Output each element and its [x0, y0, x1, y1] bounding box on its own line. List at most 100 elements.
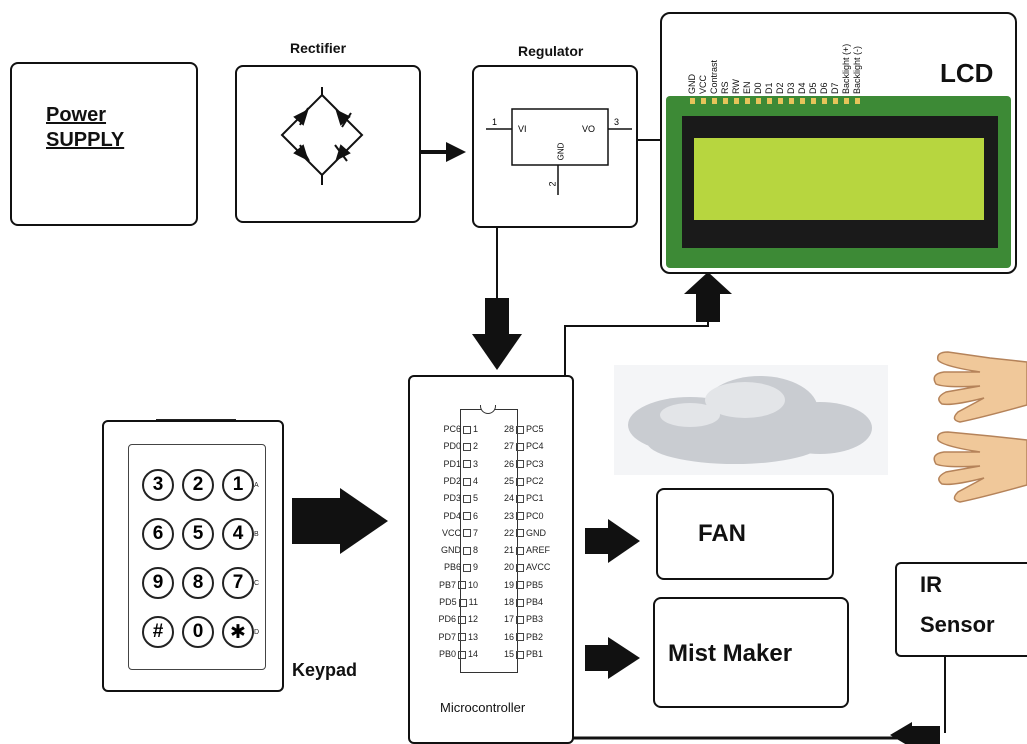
- keypad-panel: [128, 444, 266, 670]
- mcu-pin-name: PB0: [438, 648, 456, 659]
- keypad-key-4[interactable]: 4: [222, 518, 254, 550]
- mcu-pin-number: 22: [504, 527, 515, 538]
- mcu-pin-square: [516, 546, 525, 555]
- mcu-pin-name: PD1: [443, 458, 461, 469]
- arrow-regulator-micro: [472, 228, 522, 370]
- fan-label: FAN: [698, 520, 746, 547]
- mcu-pin-number: 17: [504, 614, 515, 625]
- ir-sensor-label-line1: IR: [920, 572, 942, 597]
- mcu-pin-square: [516, 425, 525, 434]
- arrow-keypad-micro: [292, 488, 388, 554]
- keypad-key-6[interactable]: 6: [142, 518, 174, 550]
- keypad-key-7[interactable]: 7: [222, 567, 254, 599]
- mcu-pin-square: [462, 494, 471, 503]
- mcu-pin-square: [462, 564, 471, 573]
- mcu-pin-name: PC1: [526, 493, 544, 504]
- mcu-pin-square: [516, 477, 525, 486]
- mcu-pin-name: PB7: [438, 579, 456, 590]
- mcu-pin-square: [516, 598, 525, 607]
- mcu-right-pin: 23 PC0: [504, 510, 544, 521]
- mcu-pin-name: VCC: [441, 527, 461, 538]
- keypad-key-5[interactable]: 5: [182, 518, 214, 550]
- mcu-pin-name: PC4: [526, 441, 544, 452]
- mcu-pin-name: PD0: [443, 441, 461, 452]
- mcu-pin-square: [457, 633, 466, 642]
- regulator-pin-3: 3: [614, 117, 620, 127]
- mcu-pin-square: [516, 529, 525, 538]
- mcu-pin-square: [462, 442, 471, 451]
- mcu-left-pin: PD5 11: [434, 598, 478, 607]
- mcu-pin-name: PC2: [526, 475, 544, 486]
- mcu-pin-number: 28: [504, 424, 515, 434]
- mcu-pin-square: [516, 615, 525, 624]
- mcu-pin-number: 27: [504, 441, 515, 452]
- mcu-pin-square: [516, 564, 525, 573]
- microcontroller-title: Microcontroller: [440, 700, 526, 715]
- keypad-row-label: C: [254, 580, 260, 587]
- mcu-pin-square: [516, 442, 525, 451]
- mcu-right-pin: 17 PB3: [504, 615, 543, 624]
- keypad-key-✱[interactable]: ✱: [222, 616, 254, 648]
- mcu-pin-name: PD5: [439, 597, 457, 607]
- mcu-pin-square: [462, 512, 471, 521]
- keypad-key-0[interactable]: 0: [182, 616, 214, 648]
- fan-block: [656, 488, 834, 580]
- mcu-pin-square: [458, 598, 467, 607]
- mcu-pin-name: PB6: [443, 562, 461, 573]
- mcu-pin-number: 2: [472, 441, 478, 452]
- regulator-symbol: [486, 108, 632, 195]
- keypad-key-8[interactable]: 8: [182, 567, 214, 599]
- mcu-pin-number: 7: [472, 527, 478, 538]
- regulator-pin-vi: VI: [518, 124, 527, 134]
- mcu-pin-number: 23: [504, 510, 515, 521]
- mcu-pin-number: 15: [504, 648, 515, 659]
- mcu-pin-name: PD6: [438, 614, 456, 625]
- mcu-pin-number: 13: [467, 631, 478, 642]
- mcu-pin-number: 4: [472, 475, 478, 486]
- rectifier-block: [235, 65, 421, 223]
- mcu-pin-name: PB4: [526, 597, 544, 607]
- mist-maker-block: [653, 597, 849, 708]
- mcu-pin-name: PC0: [526, 510, 544, 521]
- mcu-pin-name: PD4: [443, 510, 461, 521]
- lcd-title: LCD: [940, 58, 994, 88]
- lcd-screen: [694, 138, 984, 220]
- mist-maker-label: Mist Maker: [668, 640, 793, 667]
- mcu-left-pin: PD0 2: [434, 442, 478, 451]
- mcu-pin-number: 3: [472, 458, 478, 469]
- mcu-pin-number: 16: [504, 631, 515, 642]
- arrow-micro-mist: [585, 637, 640, 679]
- bridge-rectifier-icon: [280, 87, 364, 185]
- mcu-pin-name: PD7: [438, 631, 456, 642]
- keypad-key-2[interactable]: 2: [182, 469, 214, 501]
- keypad-key-3[interactable]: 3: [142, 469, 174, 501]
- mcu-pin-square: [457, 615, 466, 624]
- microcontroller-block: [408, 375, 574, 744]
- mcu-pin-square: [516, 460, 525, 469]
- keypad-key-#[interactable]: #: [142, 616, 174, 648]
- mcu-pin-number: 11: [468, 597, 478, 607]
- mcu-pin-square: [457, 581, 466, 590]
- regulator-block: VI VO GND 1 2 3: [472, 65, 638, 228]
- keypad-key-9[interactable]: 9: [142, 567, 174, 599]
- mcu-pin-name: PB3: [526, 614, 544, 625]
- mcu-pin-square: [457, 650, 466, 659]
- mcu-pin-name: AVCC: [526, 562, 551, 573]
- mcu-pin-name: PC6: [443, 424, 461, 434]
- mcu-pin-name: PD2: [443, 475, 461, 486]
- arrow-micro-lcd: [564, 272, 732, 375]
- arrow-ir-micro: [572, 656, 946, 744]
- keypad-key-1[interactable]: 1: [222, 469, 254, 501]
- mcu-pin-number: 19: [504, 579, 515, 590]
- keypad-row-label: B: [254, 531, 259, 538]
